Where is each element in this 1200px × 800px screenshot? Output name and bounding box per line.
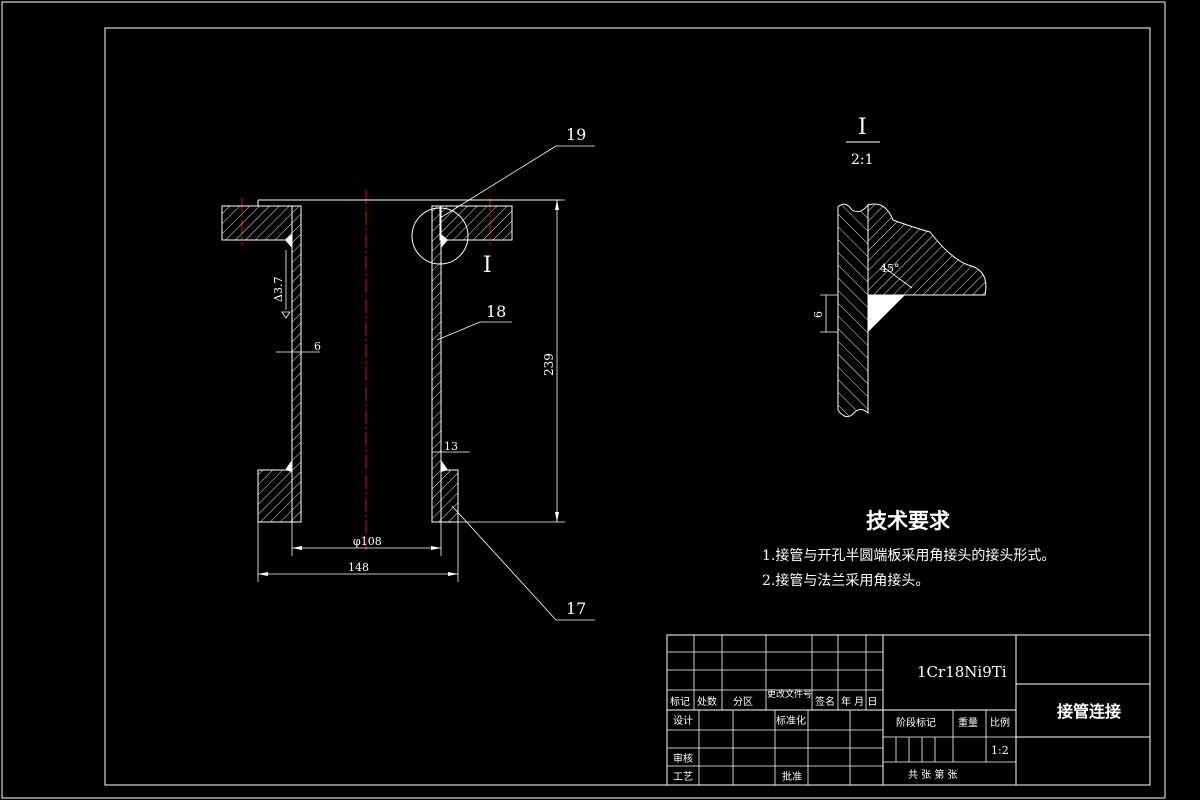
header-mark: 标记 — [670, 696, 690, 708]
ratio-label: 比例 — [990, 716, 1010, 729]
detail-marker: I — [483, 253, 492, 278]
outer-frame — [1, 1, 1166, 799]
detail-title: I — [858, 115, 867, 140]
row-process: 工艺 — [673, 771, 693, 783]
dim-height: 239 — [542, 353, 556, 376]
header-count: 处数 — [697, 695, 717, 708]
dim-wall: 6 — [314, 340, 321, 353]
part-label-18: 18 — [486, 302, 506, 321]
row-check: 审核 — [673, 752, 693, 765]
inner-frame — [104, 27, 1151, 786]
pipe-wall-left — [291, 205, 302, 523]
dim-outer-width: 148 — [348, 561, 369, 574]
detail-angle: 45° — [880, 262, 900, 275]
part-name-text: 接管连接 — [1057, 702, 1121, 721]
detail-leg: 6 — [812, 311, 825, 318]
main-section-view: 19 18 17 I Δ3.7 6 239 13 φ108 148 — [221, 125, 595, 621]
row-approve: 批准 — [782, 770, 802, 783]
dim-flange-gap: 13 — [444, 440, 458, 453]
header-sign: 签名 — [815, 695, 835, 708]
sheets-text: 共 张 第 张 — [908, 768, 958, 781]
row-standard: 标准化 — [776, 714, 806, 727]
weight-label: 重量 — [958, 716, 978, 729]
detail-circle — [411, 207, 469, 265]
part-label-19: 19 — [566, 125, 586, 144]
pipe-wall-right — [431, 205, 442, 523]
header-docno: 更改文件号 — [767, 688, 812, 700]
tech-req-title: 技术要求 — [866, 508, 950, 533]
tech-req-item-1: 1.接管与开孔半圆端板采用角接头的接头形式。 — [762, 547, 1055, 564]
dim-inner-dia: φ108 — [353, 535, 382, 548]
top-flange-left — [221, 205, 293, 241]
dim-weld: Δ3.7 — [272, 277, 285, 302]
detail-view: I 2:1 45° 6 — [812, 115, 987, 418]
tech-requirements: 技术要求 1.接管与开孔半圆端板采用角接头的接头形式。 2.接管与法兰采用角接头… — [762, 508, 1055, 589]
bottom-flange-right — [440, 469, 459, 523]
row-design: 设计 — [673, 714, 693, 727]
stage-label: 阶段标记 — [896, 716, 936, 729]
header-date: 年 月 日 — [841, 695, 877, 708]
scale-value: 1:2 — [991, 744, 1009, 757]
detail-flange — [867, 203, 987, 296]
detail-scale: 2:1 — [851, 152, 874, 168]
detail-plate — [837, 203, 869, 418]
top-flange-right — [439, 205, 513, 241]
title-block: 1Cr18Ni9Ti 接管连接 标记 处数 分区 更改文件号 签名 年 月 日 … — [666, 634, 1151, 786]
material-text: 1Cr18Ni9Ti — [917, 663, 1007, 681]
tech-req-item-2: 2.接管与法兰采用角接头。 — [762, 572, 929, 589]
part-label-17: 17 — [566, 599, 586, 618]
detail-weld — [868, 295, 905, 332]
bottom-flange-left — [257, 469, 293, 523]
header-zone: 分区 — [733, 696, 753, 708]
